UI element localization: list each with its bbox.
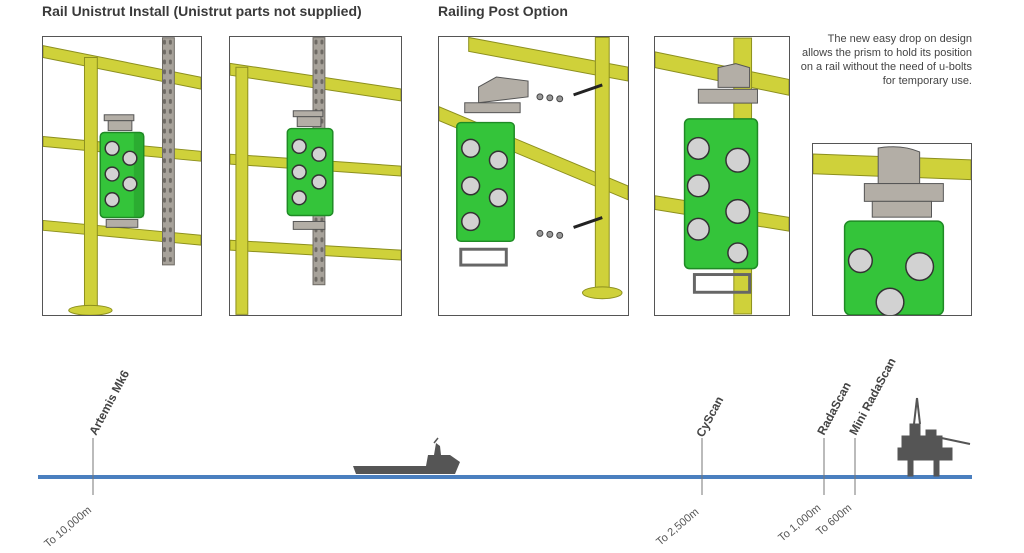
post xyxy=(83,57,98,315)
prism xyxy=(99,114,145,228)
range-scale: Artemis Mk6 To 10,000m CyScan To 2,500m … xyxy=(38,355,972,551)
oil-rig-icon xyxy=(897,397,971,477)
range-marker-artemis: Artemis Mk6 To 10,000m xyxy=(42,368,132,551)
range-distance-radascan: To 1,000m xyxy=(776,502,823,544)
bolts-upper xyxy=(536,83,603,103)
post xyxy=(594,37,610,291)
prism xyxy=(286,110,334,230)
bolts-lower xyxy=(536,216,603,239)
heading-railing-post: Railing Post Option xyxy=(438,3,568,19)
range-distance-cyscan: To 2,500m xyxy=(654,506,701,548)
railing-post-drawing-2 xyxy=(655,37,789,315)
unistrut xyxy=(161,37,175,266)
range-marker-cyscan: CyScan To 2,500m xyxy=(654,394,726,548)
railing-post-illustration-1 xyxy=(438,36,629,316)
heading-rail-unistrut: Rail Unistrut Install (Unistrut parts no… xyxy=(42,3,362,19)
ship-icon xyxy=(353,437,460,474)
top-rail xyxy=(468,37,628,82)
range-label-cyscan: CyScan xyxy=(693,394,726,439)
rail-unistrut-drawing-1 xyxy=(43,37,201,315)
rail-unistrut-drawing-2 xyxy=(230,37,401,315)
drop-on-closeup-illustration xyxy=(812,143,972,316)
range-distance-mini-radascan: To 600m xyxy=(814,502,854,538)
range-label-mini-radascan: Mini RadaScan xyxy=(846,355,898,437)
range-distance-artemis: To 10,000m xyxy=(42,504,94,550)
low-rail xyxy=(43,219,201,246)
railing-post-drawing-1 xyxy=(439,37,628,300)
closeup-drawing xyxy=(813,146,971,315)
railing-post-illustration-2 xyxy=(654,36,790,316)
drop-on-design-description: The new easy drop on design allows the p… xyxy=(800,33,972,87)
rail-unistrut-illustration-1 xyxy=(42,36,202,316)
rail-unistrut-illustration-2 xyxy=(229,36,402,316)
top-rail xyxy=(43,45,201,90)
range-marker-mini-radascan: Mini RadaScan To 600m xyxy=(814,355,899,538)
prism xyxy=(456,76,529,267)
post xyxy=(235,66,249,315)
prism xyxy=(683,63,759,294)
range-label-artemis: Artemis Mk6 xyxy=(86,368,132,438)
